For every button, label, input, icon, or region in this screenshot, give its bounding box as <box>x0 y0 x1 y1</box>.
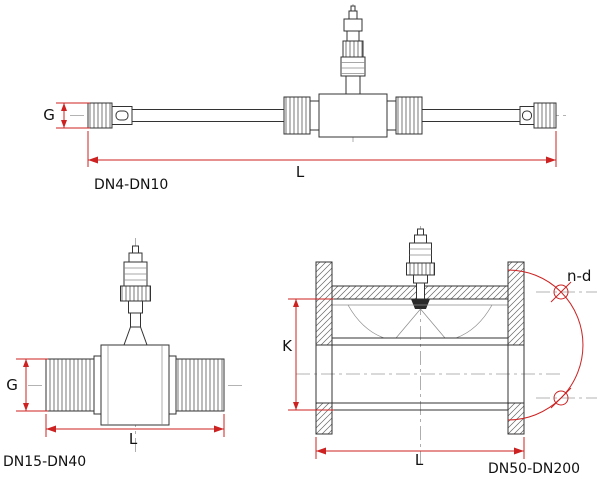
right-threaded-end <box>175 358 225 412</box>
dimension-g: G <box>6 358 48 412</box>
right-threaded-fitting <box>519 102 557 129</box>
sensor-head <box>120 245 151 346</box>
dimension-g: G <box>43 102 90 129</box>
bolt-hole-mark-top <box>553 284 569 300</box>
dimension-l: L <box>87 131 557 181</box>
bolt-hole-mark-bottom <box>553 390 569 406</box>
left-pipe <box>131 109 285 122</box>
dimension-l: L <box>315 437 525 469</box>
view-label-dn4-dn10: DN4-DN10 <box>94 177 168 193</box>
dim-label-g: G <box>43 106 55 124</box>
internal-venturi <box>332 304 508 339</box>
left-threaded-end <box>45 358 95 412</box>
view-dn50-dn200: n-d K L DN50-DN200 <box>282 226 597 477</box>
sensor-head <box>340 5 366 95</box>
meter-body <box>45 344 225 426</box>
view-label-dn50-dn200: DN50-DN200 <box>488 461 580 477</box>
pipe-body <box>332 337 508 411</box>
view-label-dn15-dn40: DN15-DN40 <box>3 454 86 470</box>
dim-label-l: L <box>415 451 424 469</box>
dim-label-l: L <box>296 163 305 181</box>
right-flange <box>507 261 525 435</box>
right-pipe <box>421 109 521 122</box>
meter-body <box>283 93 423 138</box>
dim-label-k: K <box>282 337 293 355</box>
bolt-note-label: n-d <box>567 267 591 285</box>
sensor-head <box>406 228 435 309</box>
bolt-circle: n-d <box>507 267 597 421</box>
dim-label-l: L <box>129 430 138 448</box>
dimension-l: L <box>45 414 225 448</box>
dim-label-g: G <box>6 376 18 394</box>
left-threaded-fitting <box>87 102 133 129</box>
left-flange <box>315 261 333 435</box>
view-dn15-dn40: G L DN15-DN40 <box>3 238 242 470</box>
rotor-support-nut <box>411 299 430 309</box>
view-dn4-dn10: G L DN4-DN10 <box>43 4 566 193</box>
dimension-k: K <box>282 298 334 411</box>
